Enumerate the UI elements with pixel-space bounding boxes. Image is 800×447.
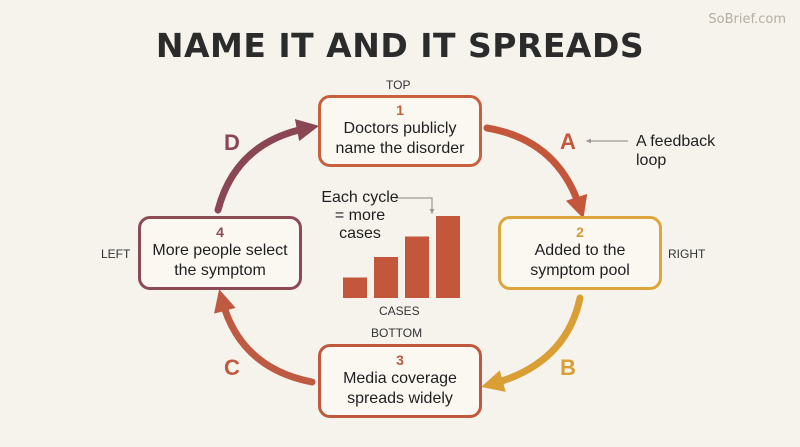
arrow-letter-d: D [224, 130, 240, 155]
arrow-a [483, 124, 588, 219]
each-cycle-note: Each cycle = more cases [321, 189, 399, 242]
step-number: 4 [216, 224, 224, 240]
label-left: LEFT [101, 247, 131, 261]
arrow-letter-a: A [560, 129, 576, 154]
step-number: 1 [396, 102, 404, 118]
cases-bar-3 [405, 236, 429, 298]
step-1-box: 1 Doctors publicly name the disorder [318, 95, 482, 167]
arrow-d [214, 119, 319, 214]
step-2-box: 2 Added to the symptom pool [498, 216, 662, 290]
cases-label: CASES [379, 304, 420, 318]
step-number: 2 [576, 224, 584, 240]
label-right: RIGHT [668, 247, 706, 261]
feedback-loop-note: A feedback loop [636, 133, 716, 169]
cases-bar-1 [343, 277, 367, 298]
cases-bar-chart [343, 216, 460, 298]
arrow-letter-b: B [560, 355, 576, 380]
center-pointer [395, 197, 435, 215]
step-3-box: 3 Media coverage spreads widely [318, 344, 482, 418]
watermark: SoBrief.com [708, 12, 786, 27]
step-text: Media coverage spreads widely [343, 370, 457, 407]
label-bottom: BOTTOM [371, 326, 423, 340]
cases-bar-4 [436, 216, 460, 298]
arrow-letter-c: C [224, 355, 240, 380]
step-text: Doctors publicly name the disorder [335, 120, 465, 157]
diagram-title: NAME IT AND IT SPREADS [155, 26, 645, 65]
step-4-box: 4 More people select the symptom [138, 216, 302, 290]
arrow-c [214, 289, 316, 386]
arrow-b [481, 294, 584, 392]
step-text: More people select the symptom [152, 242, 288, 279]
step-number: 3 [396, 352, 404, 368]
label-top: TOP [386, 78, 411, 92]
step-text: Added to the symptom pool [530, 242, 630, 279]
cases-bar-2 [374, 257, 398, 298]
